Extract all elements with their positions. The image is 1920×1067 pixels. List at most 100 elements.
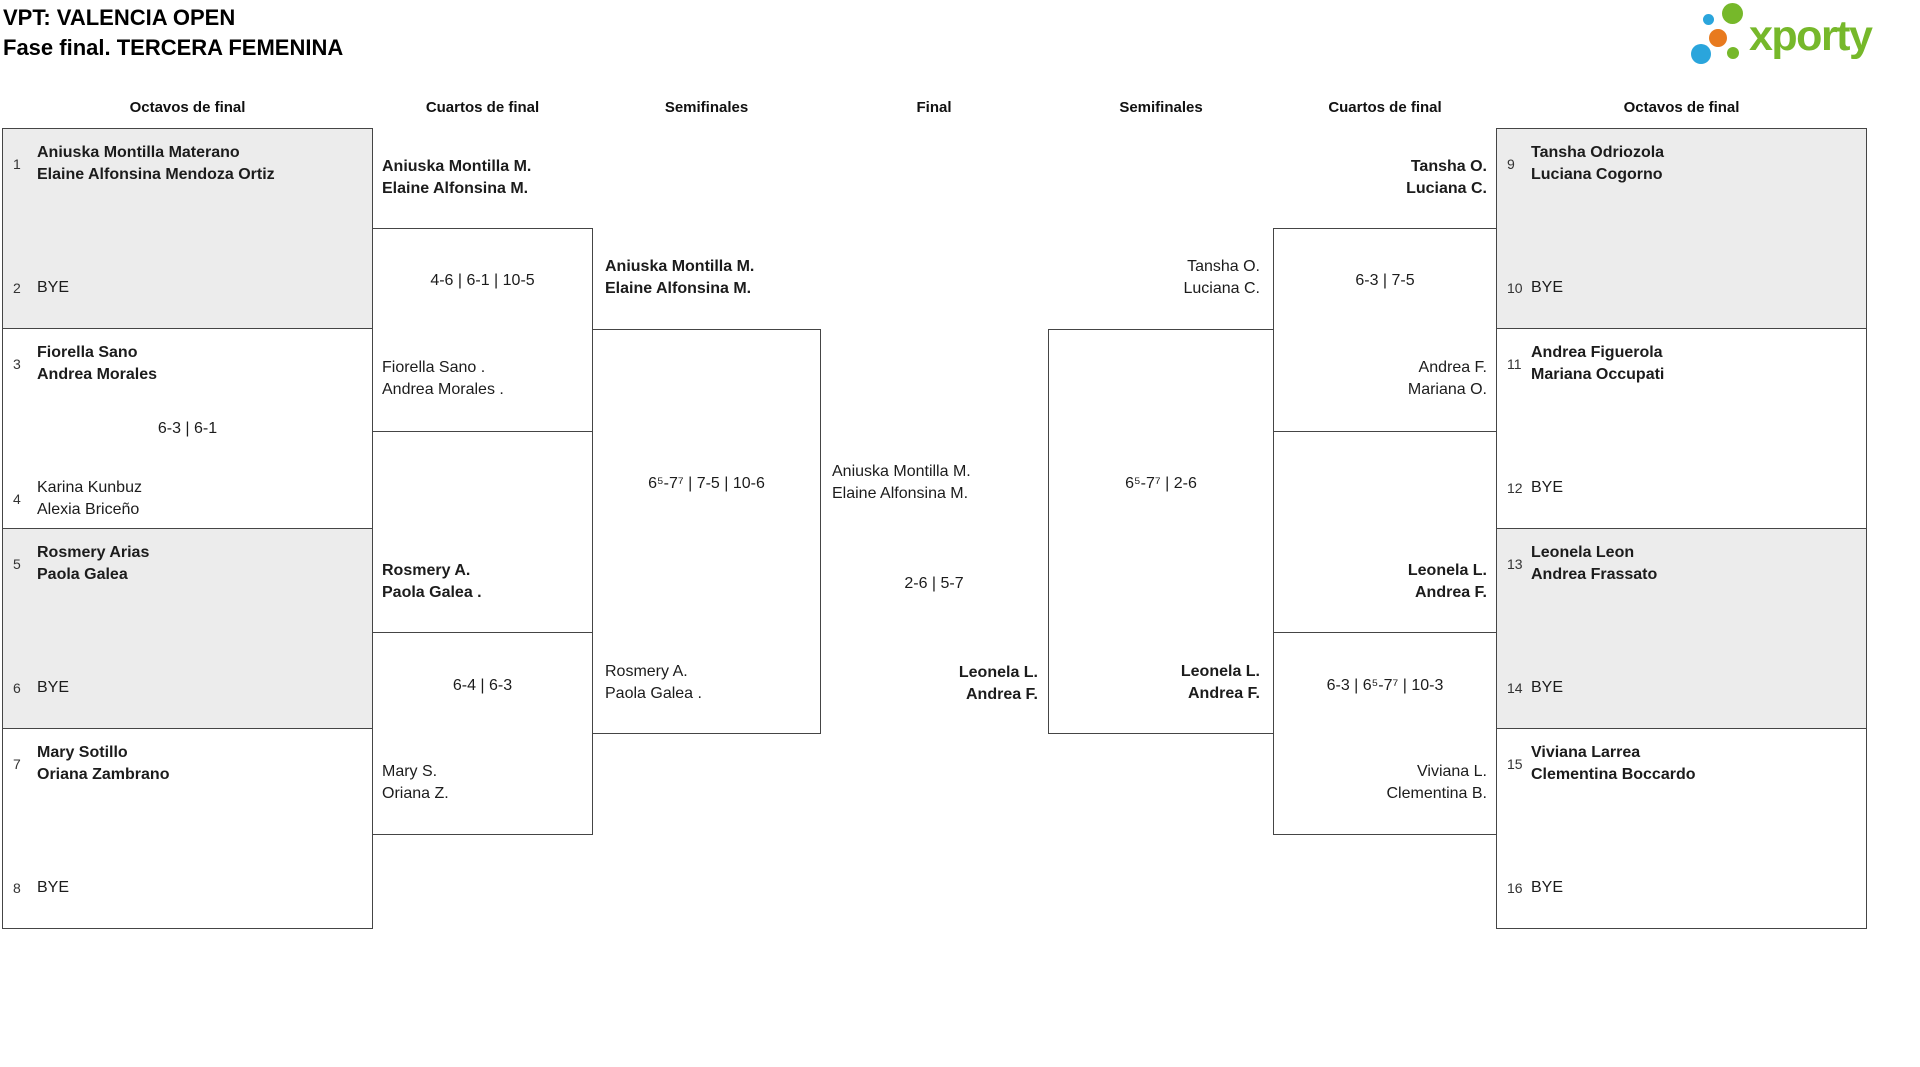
match-box-octavos-9-10: 9 Tansha Odriozola Luciana Cogorno 10 BY… — [1496, 128, 1867, 329]
team-name: Viviana Larrea Clementina Boccardo — [1531, 744, 1696, 783]
match-box-cuartos-left-2 — [372, 632, 593, 835]
qf-right-1-score: 6-3 | 7-5 — [1355, 272, 1415, 289]
round-header-cuartos-left: Cuartos de final — [425, 99, 540, 116]
sf-right-score: 6⁵-7⁷ | 2-6 — [1125, 475, 1197, 492]
seed-number: 7 — [13, 756, 21, 772]
seed-number: 16 — [1507, 880, 1523, 896]
logo-dot-green-big-icon — [1722, 3, 1743, 24]
match-box-cuartos-right-1 — [1273, 228, 1497, 432]
final-score: 2-6 | 5-7 — [904, 575, 964, 592]
team-entry: 3 Fiorella Sano Andrea Morales — [13, 342, 366, 386]
round-header-octavos-left: Octavos de final — [129, 99, 246, 116]
sf-left-loser-label: Rosmery A. Paola Galea . — [605, 663, 702, 702]
seed-number: 11 — [1507, 356, 1522, 372]
team-name: Andrea Figuerola Mariana Occupati — [1531, 344, 1665, 383]
team-entry: 5 Rosmery Arias Paola Galea — [13, 542, 366, 586]
final-top-team-label: Aniuska Montilla M. Elaine Alfonsina M. — [832, 463, 971, 502]
team-name: Aniuska Montilla Materano Elaine Alfonsi… — [37, 144, 275, 183]
team-name: BYE — [1531, 879, 1564, 896]
seed-number: 3 — [13, 356, 21, 372]
match-box-octavos-15-16: 15 Viviana Larrea Clementina Boccardo 16… — [1496, 728, 1867, 929]
team-entry: 13 Leonela Leon Andrea Frassato — [1507, 542, 1860, 586]
seed-number: 10 — [1507, 280, 1523, 296]
sf-right-winner-label: Leonela L. Andrea F. — [1180, 663, 1260, 702]
qf-right-1-winner-label: Tansha O. Luciana C. — [1406, 158, 1487, 197]
qf-left-2-winner-label: Rosmery A. Paola Galea . — [382, 562, 482, 601]
qf-left-2-score: 6-4 | 6-3 — [452, 677, 513, 694]
logo-dot-blue-big-icon — [1691, 44, 1711, 64]
page-title: VPT: VALENCIA OPEN Fase final. TERCERA F… — [3, 3, 343, 63]
round-header-semifinales-right: Semifinales — [1119, 99, 1203, 116]
tournament-name: VPT: VALENCIA OPEN — [3, 5, 236, 30]
logo-dot-green-small-icon — [1727, 47, 1739, 59]
sf-left-winner-label: Aniuska Montilla M. Elaine Alfonsina M. — [605, 258, 755, 297]
team-name: BYE — [37, 879, 70, 896]
match-box-semifinal-right — [1048, 329, 1274, 734]
team-entry: 14 BYE — [1507, 677, 1860, 699]
logo-dot-blue-small-icon — [1703, 14, 1714, 25]
seed-number: 6 — [13, 680, 21, 696]
match-box-octavos-7-8: 7 Mary Sotillo Oriana Zambrano 8 BYE — [2, 728, 373, 929]
seed-number: 13 — [1507, 556, 1523, 572]
sf-left-score: 6⁵-7⁷ | 7-5 | 10-6 — [648, 475, 765, 492]
match-box-octavos-3-4: 3 Fiorella Sano Andrea Morales 6-3 | 6-1… — [2, 328, 373, 529]
team-name: Karina Kunbuz Alexia Briceño — [37, 479, 142, 518]
match-box-octavos-1-2: 1 Aniuska Montilla Materano Elaine Alfon… — [2, 128, 373, 329]
seed-number: 4 — [13, 491, 21, 507]
team-entry: 6 BYE — [13, 677, 366, 699]
team-entry: 7 Mary Sotillo Oriana Zambrano — [13, 742, 366, 786]
team-entry: 10 BYE — [1507, 277, 1860, 299]
seed-number: 15 — [1507, 756, 1523, 772]
team-entry: 15 Viviana Larrea Clementina Boccardo — [1507, 742, 1860, 786]
seed-number: 2 — [13, 280, 21, 296]
qf-left-1-loser-label: Fiorella Sano . Andrea Morales . — [382, 359, 504, 398]
team-entry: 1 Aniuska Montilla Materano Elaine Alfon… — [13, 142, 366, 186]
qf-right-2-score: 6-3 | 6⁵-7⁷ | 10-3 — [1326, 677, 1444, 694]
team-entry: 16 BYE — [1507, 877, 1860, 899]
team-name: BYE — [37, 679, 70, 696]
qf-left-1-score: 4-6 | 6-1 | 10-5 — [430, 272, 535, 289]
team-entry: 11 Andrea Figuerola Mariana Occupati — [1507, 342, 1860, 386]
logo-wordmark: xporty — [1749, 12, 1873, 60]
final-champion-label: Leonela L. Andrea F. — [958, 664, 1038, 703]
seed-number: 8 — [13, 880, 21, 896]
phase-category: Fase final. TERCERA FEMENINA — [3, 35, 344, 60]
qf-right-2-winner-label: Leonela L. Andrea F. — [1407, 562, 1487, 601]
match-box-semifinal-left — [592, 329, 821, 734]
match-box-cuartos-right-2 — [1273, 632, 1497, 835]
seed-number: 1 — [13, 156, 21, 172]
seed-number: 5 — [13, 556, 21, 572]
match-box-octavos-13-14: 13 Leonela Leon Andrea Frassato 14 BYE — [1496, 528, 1867, 729]
team-name: Tansha Odriozola Luciana Cogorno — [1531, 144, 1665, 183]
team-name: Mary Sotillo Oriana Zambrano — [37, 744, 170, 783]
match-box-cuartos-left-1 — [372, 228, 593, 432]
seed-number: 9 — [1507, 156, 1515, 172]
seed-number: 14 — [1507, 680, 1523, 696]
xporty-logo: xporty — [1685, 2, 1915, 70]
match-score: 6-3 | 6-1 — [157, 420, 218, 437]
team-name: BYE — [1531, 279, 1564, 296]
qf-right-2-loser-label: Viviana L. Clementina B. — [1386, 763, 1488, 802]
match-box-octavos-11-12: 11 Andrea Figuerola Mariana Occupati 12 … — [1496, 328, 1867, 529]
team-entry: 12 BYE — [1507, 477, 1860, 499]
team-entry: 8 BYE — [13, 877, 366, 899]
team-entry: 2 BYE — [13, 277, 366, 299]
team-entry: 9 Tansha Odriozola Luciana Cogorno — [1507, 142, 1860, 186]
round-header-final: Final — [916, 99, 952, 116]
sf-right-top-team-label: Tansha O. Luciana C. — [1183, 258, 1261, 297]
team-name: BYE — [1531, 479, 1564, 496]
seed-number: 12 — [1507, 480, 1523, 496]
qf-left-1-winner-label: Aniuska Montilla M. Elaine Alfonsina M. — [382, 158, 532, 197]
team-entry: 4 Karina Kunbuz Alexia Briceño — [13, 477, 366, 521]
round-header-semifinales-left: Semifinales — [664, 99, 749, 116]
team-name: BYE — [1531, 679, 1564, 696]
round-header-octavos-right: Octavos de final — [1623, 99, 1740, 116]
team-name: Rosmery Arias Paola Galea — [37, 544, 150, 583]
logo-dot-orange-icon — [1709, 29, 1727, 47]
round-header-cuartos-right: Cuartos de final — [1328, 99, 1442, 116]
qf-left-2-loser-label: Mary S. Oriana Z. — [382, 763, 449, 802]
team-name: Fiorella Sano Andrea Morales — [37, 344, 158, 383]
match-box-octavos-5-6: 5 Rosmery Arias Paola Galea 6 BYE — [2, 528, 373, 729]
team-name: BYE — [37, 279, 70, 296]
